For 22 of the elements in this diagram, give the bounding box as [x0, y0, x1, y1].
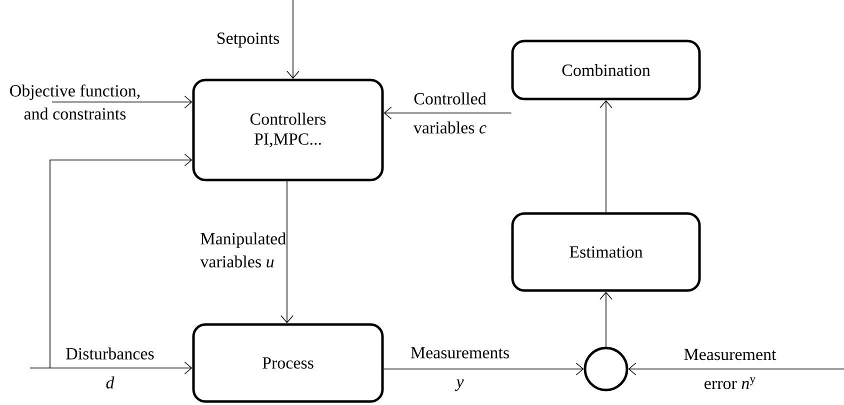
- process-box: Combination: [511, 40, 701, 100]
- arrow: [600, 292, 612, 348]
- arrow: [50, 154, 192, 368]
- arrow: [52, 96, 192, 108]
- arrow: [286, 0, 300, 79]
- edge-label: Objective function, and constraints: [10, 84, 140, 120]
- arrow: [280, 180, 294, 324]
- edge-label: Setpoints: [218, 32, 280, 48]
- summing-circle: [584, 346, 628, 392]
- arrow: [600, 100, 612, 213]
- arrow: [383, 362, 584, 376]
- process-box: Process: [192, 323, 384, 403]
- edge-label: Disturbances d: [66, 348, 154, 388]
- arrow: [384, 106, 512, 120]
- edge-label: Measurement error n$^{y}$: [684, 348, 776, 390]
- edge-label: Manipulated variables u: [200, 232, 286, 268]
- edge-label: Measurements y: [410, 347, 509, 391]
- process-box: Controllers PI,MPC...: [192, 78, 384, 182]
- edge-label: Controlled variables c: [413, 92, 486, 134]
- process-box: Estimation: [511, 212, 701, 292]
- arrow: [628, 362, 844, 376]
- arrow: [30, 362, 192, 374]
